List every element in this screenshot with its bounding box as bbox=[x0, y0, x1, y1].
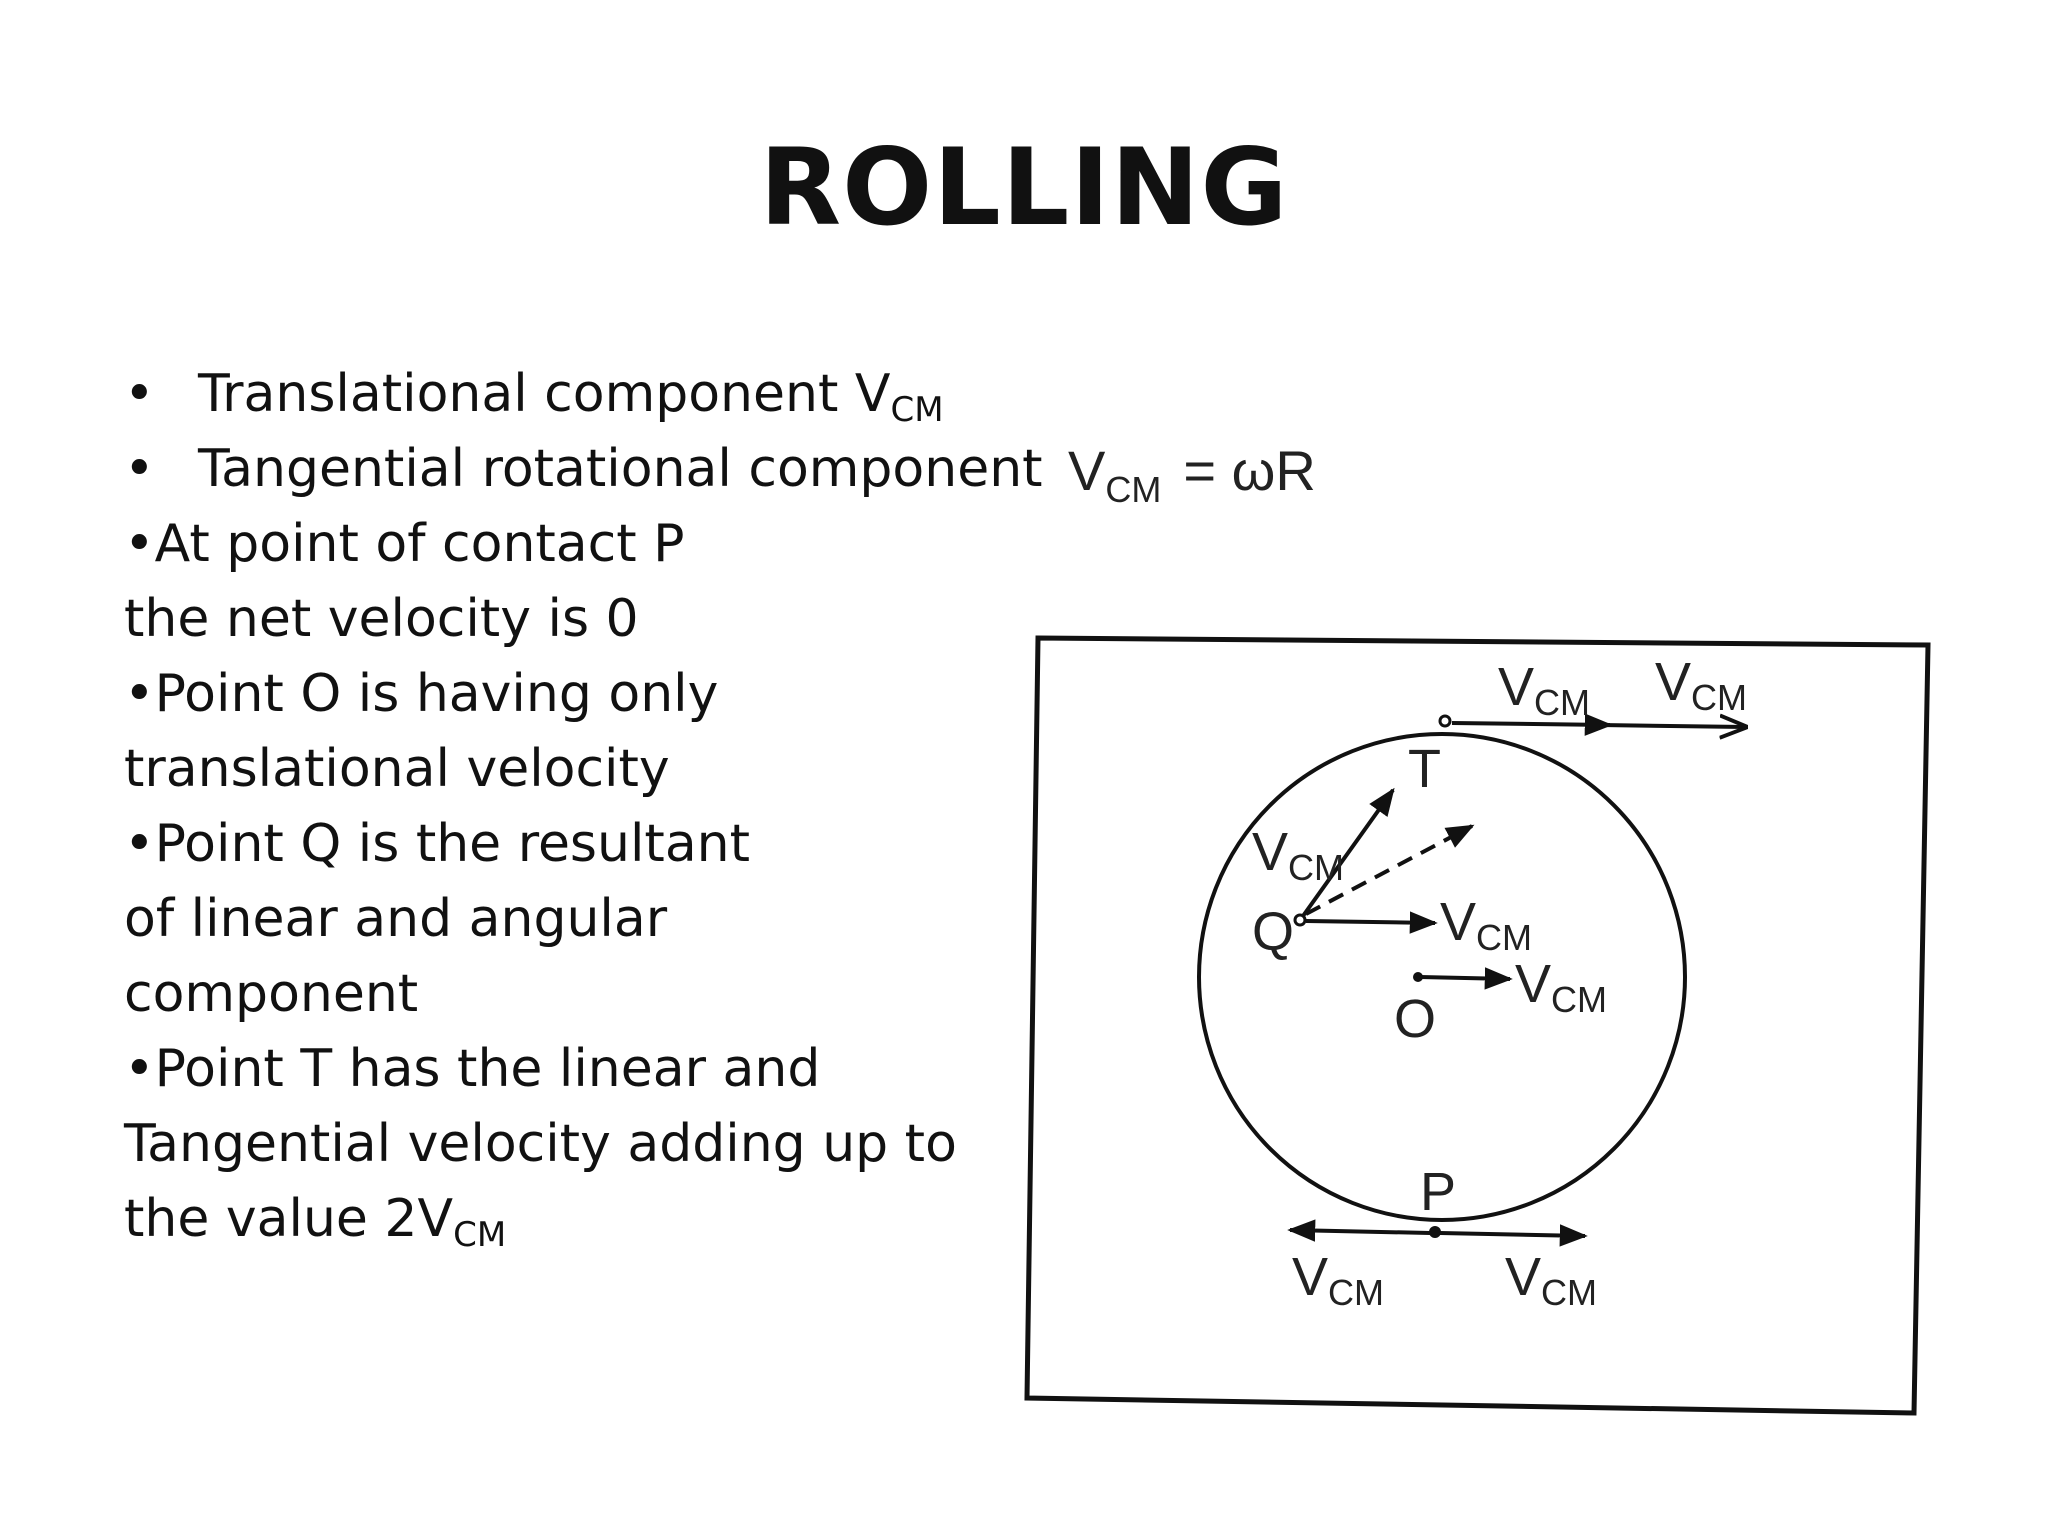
point-o-marker bbox=[1413, 972, 1423, 982]
text-line: •Point Q is the resultant bbox=[124, 807, 750, 882]
point-p-marker bbox=[1429, 1226, 1441, 1238]
bullet-translational: Translational component VCM bbox=[198, 357, 944, 448]
label-vcm-top-2: VCM bbox=[1655, 652, 1747, 718]
arrow-p-forward bbox=[1439, 1224, 1588, 1247]
label-vcm-p-left: VCM bbox=[1292, 1247, 1384, 1313]
text-line: •Point O is having only bbox=[124, 657, 718, 732]
label-vcm-top-1: VCM bbox=[1498, 657, 1590, 723]
arrow-q-tangential bbox=[1301, 787, 1395, 918]
label-point-o: O bbox=[1394, 989, 1436, 1049]
text-line: •Point T has the linear and bbox=[124, 1032, 820, 1107]
line-text: translational velocity bbox=[124, 739, 670, 799]
arrow-q-resultant bbox=[1305, 824, 1475, 916]
diagram-frame bbox=[1024, 635, 1931, 1416]
text-line: component bbox=[124, 957, 418, 1032]
label-vcm-p-right: VCM bbox=[1505, 1247, 1597, 1313]
bullet-tangential: Tangential rotational component bbox=[198, 432, 1043, 507]
label-point-t: T bbox=[1408, 739, 1441, 799]
label-point-q: Q bbox=[1252, 902, 1294, 962]
arrow-q-linear bbox=[1305, 911, 1438, 934]
label-vcm-o: VCM bbox=[1515, 954, 1607, 1020]
bullet-marker: • bbox=[124, 364, 155, 424]
point-q-marker bbox=[1293, 913, 1307, 927]
arrow-p-backward bbox=[1287, 1219, 1431, 1242]
line-text: Tangential velocity adding up to bbox=[124, 1114, 957, 1174]
line-text: •Point Q is the resultant bbox=[124, 814, 751, 874]
line-subscript: CM bbox=[453, 1215, 507, 1255]
line-text: component bbox=[124, 964, 419, 1024]
line-text: •Point O is having only bbox=[124, 664, 719, 724]
text-line: the value 2VCM bbox=[124, 1182, 506, 1273]
label-vcm-q-tangential: VCM bbox=[1252, 822, 1344, 888]
text-line: •At point of contact P bbox=[124, 507, 685, 582]
arrow-top-vcm-1 bbox=[1451, 713, 1613, 736]
equation: VCM= ωR bbox=[1068, 439, 1316, 510]
bullet-text: Tangential rotational component bbox=[198, 439, 1043, 499]
arrow-o-vcm bbox=[1419, 967, 1513, 990]
line-text: •Point T has the linear and bbox=[124, 1039, 821, 1099]
bullet-text: Translational component V bbox=[198, 364, 891, 424]
arrow-top-vcm-2 bbox=[1599, 725, 1745, 727]
line-text: of linear and angular bbox=[124, 889, 668, 949]
label-point-p: P bbox=[1420, 1162, 1456, 1222]
label-vcm-q-linear: VCM bbox=[1440, 892, 1532, 958]
bullet-marker: • bbox=[124, 439, 155, 499]
point-top-marker bbox=[1438, 714, 1452, 728]
line-text: the net velocity is 0 bbox=[124, 589, 639, 649]
bullet-subscript: CM bbox=[890, 390, 944, 430]
text-line: translational velocity bbox=[124, 732, 670, 807]
text-line: Tangential velocity adding up to bbox=[124, 1107, 957, 1182]
text-line: the net velocity is 0 bbox=[124, 582, 639, 657]
slide-title: ROLLING bbox=[759, 126, 1289, 249]
line-text: •At point of contact P bbox=[124, 514, 685, 574]
text-line: of linear and angular bbox=[124, 882, 667, 957]
wheel-circle bbox=[1197, 732, 1687, 1222]
line-text: the value 2V bbox=[124, 1189, 454, 1249]
